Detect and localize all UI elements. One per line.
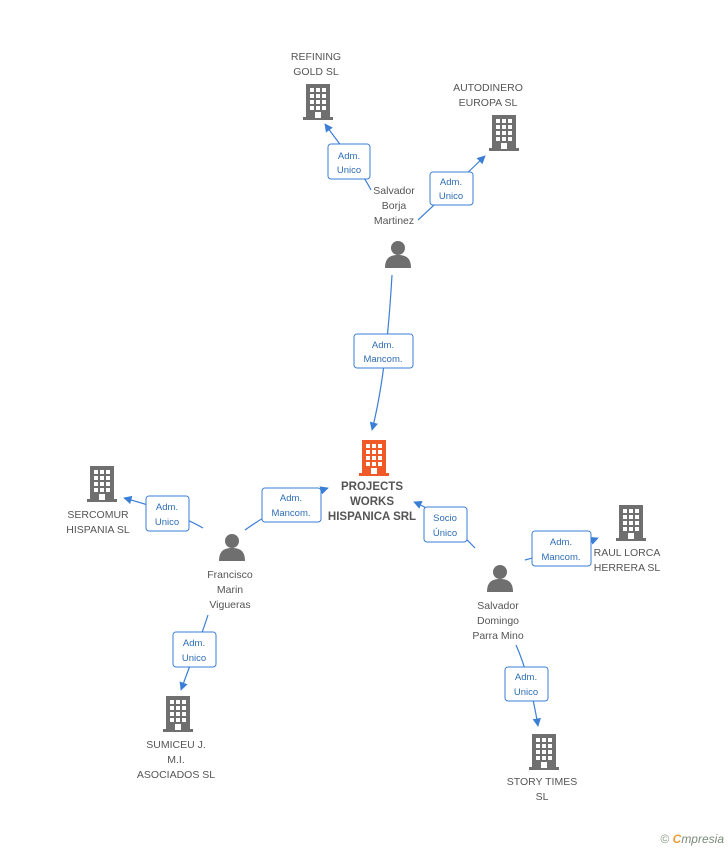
node-label: Francisco	[207, 569, 253, 581]
edge-label-line: Socio	[433, 513, 457, 524]
node-label: HISPANICA SRL	[328, 511, 416, 523]
node-label: Martinez	[374, 215, 414, 227]
node-person-salvador-domingo[interactable]: Salvador Domingo Parra Mino	[472, 565, 524, 642]
edge-label-line: Adm.	[440, 177, 462, 188]
person-icon	[219, 534, 245, 561]
node-label: Salvador	[373, 185, 415, 197]
node-story-times[interactable]: STORY TIMES SL	[507, 734, 577, 803]
node-label: STORY TIMES	[507, 776, 577, 788]
node-label: Borja	[382, 200, 407, 212]
brand-name: mpresia	[681, 832, 724, 846]
edge-label-fr-sercomur: Adm. Unico	[145, 495, 190, 532]
edge-label-sb-center: Adm. Mancom.	[353, 333, 414, 369]
edge-label-line: Unico	[155, 517, 179, 528]
building-icon	[489, 115, 519, 151]
copyright-symbol: ©	[660, 832, 670, 846]
building-icon	[303, 84, 333, 120]
building-icon	[616, 505, 646, 541]
node-person-francisco[interactable]: Francisco Marin Vigueras	[207, 534, 253, 611]
node-label: SL	[536, 791, 549, 803]
edge-label-line: Adm.	[156, 502, 178, 513]
edge-label-line: Adm.	[515, 672, 537, 683]
edge-label-line: Adm.	[372, 340, 394, 351]
node-label: Marin	[217, 584, 243, 596]
edge-label-line: Mancom.	[271, 508, 310, 519]
node-label: HISPANIA SL	[66, 524, 130, 536]
edge-label-sb-autodinero: Adm. Unico	[429, 171, 474, 206]
node-label: Vigueras	[209, 599, 250, 611]
edge-label-line: Mancom.	[541, 552, 580, 563]
edge-label-line: Unico	[337, 165, 361, 176]
node-center-company[interactable]: PROJECTS WORKS HISPANICA SRL	[328, 440, 416, 523]
node-label: WORKS	[350, 496, 394, 508]
node-label: ASOCIADOS SL	[137, 769, 215, 781]
edge-label-sd-story: Adm. Unico	[504, 666, 549, 702]
node-label: REFINING	[291, 51, 341, 63]
node-label: GOLD SL	[293, 66, 339, 78]
node-label: PROJECTS	[341, 481, 403, 493]
edge-labels: Adm. Unico Adm. Unico Adm. Mancom. Adm. …	[145, 143, 592, 702]
node-label: Domingo	[477, 615, 519, 627]
node-sercomur-hispania[interactable]: SERCOMUR HISPANIA SL	[66, 466, 130, 536]
edge-label-line: Adm.	[280, 493, 302, 504]
node-label: Parra Mino	[472, 630, 524, 642]
node-refining-gold[interactable]: REFINING GOLD SL	[291, 51, 341, 120]
edge-label-fr-sumiceu: Adm. Unico	[172, 631, 217, 668]
person-icon	[385, 241, 411, 268]
building-icon	[359, 440, 389, 476]
node-label: AUTODINERO	[453, 82, 523, 94]
edge-label-line: Unico	[182, 653, 206, 664]
edge-label-sd-center: Socio Único	[423, 506, 468, 543]
edge-label-line: Unico	[514, 687, 538, 698]
building-icon	[87, 466, 117, 502]
building-icon	[163, 696, 193, 732]
node-autodinero-europa[interactable]: AUTODINERO EUROPA SL	[453, 82, 523, 151]
edge-label-sd-raul: Adm. Mancom.	[531, 530, 592, 567]
building-icon	[529, 734, 559, 770]
edge-label-line: Adm.	[183, 638, 205, 649]
edge-label-line: Único	[433, 528, 457, 539]
edge-label-line: Adm.	[550, 537, 572, 548]
node-label: HERRERA SL	[594, 562, 661, 574]
person-icon	[487, 565, 513, 592]
node-label: Salvador	[477, 600, 519, 612]
edge-label-fr-center: Adm. Mancom.	[261, 487, 322, 523]
empresia-watermark: © Cmpresia	[660, 832, 724, 846]
node-raul-lorca[interactable]: RAUL LORCA HERRERA SL	[594, 505, 661, 574]
edge-label-sb-refining: Adm. Unico	[327, 143, 371, 180]
node-label: EUROPA SL	[459, 97, 518, 109]
node-person-salvador-borja[interactable]: Salvador Borja Martinez	[373, 185, 415, 268]
node-label: M.I.	[167, 754, 185, 766]
edge-label-line: Adm.	[338, 151, 360, 162]
brand-initial: C	[672, 832, 682, 846]
node-label: RAUL LORCA	[594, 547, 661, 559]
node-label: SUMICEU J.	[146, 739, 206, 751]
edge-label-line: Unico	[439, 191, 463, 202]
node-sumiceu[interactable]: SUMICEU J. M.I. ASOCIADOS SL	[137, 696, 215, 781]
node-label: SERCOMUR	[67, 509, 129, 521]
edge-label-line: Mancom.	[363, 354, 402, 365]
